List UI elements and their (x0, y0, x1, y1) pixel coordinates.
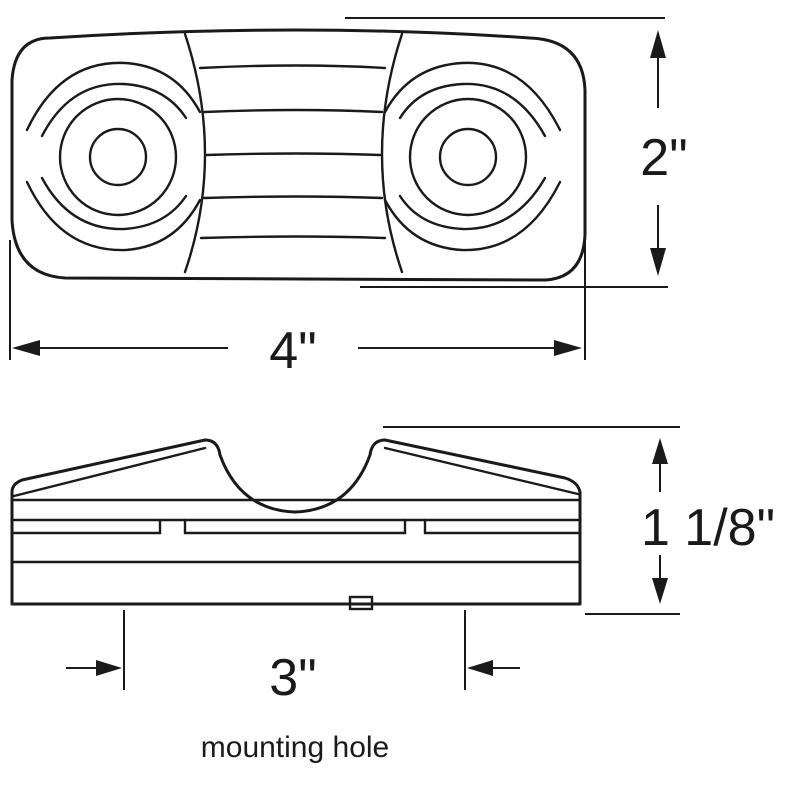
rib (202, 195, 384, 200)
rib-divider-right (380, 32, 404, 274)
width-dimension: 4" (9, 240, 586, 380)
mount-arrow-left (96, 660, 122, 676)
width-label: 4" (269, 322, 316, 380)
right-lens-inner-ring (438, 127, 498, 187)
side-view (10, 438, 582, 611)
left-lens-arc-upper-inner (40, 82, 188, 138)
mount-caption: mounting hole (201, 731, 389, 764)
side-view-outline (10, 438, 582, 606)
mounting-tab (348, 595, 374, 611)
side-view-slot-right (423, 518, 582, 535)
ribs (198, 64, 387, 240)
mount-spacing-label: 3" (269, 649, 316, 707)
rib (202, 108, 384, 114)
side-view-upper-edge (12, 446, 580, 498)
mount-spacing-dimension: 3" mounting hole (66, 610, 520, 764)
top-view-outline (10, 28, 587, 282)
right-lens-arc-lower-inner (398, 176, 547, 231)
rib (204, 152, 382, 157)
depth-label: 1 1/8" (641, 499, 775, 557)
right-lens-arc-lower-outer (383, 180, 562, 252)
top-view (10, 28, 587, 282)
rib (199, 235, 387, 240)
right-lens-outer-ring (408, 97, 528, 217)
height-dimension: 2" (345, 17, 688, 288)
height-label: 2" (640, 129, 687, 187)
left-lens-arc-lower-inner (40, 176, 188, 231)
right-lens (383, 61, 562, 252)
side-view-slot-left (10, 518, 162, 535)
depth-arrow-down (652, 578, 668, 604)
right-lens-arc-upper-inner (398, 82, 547, 138)
width-arrow-left (12, 340, 40, 356)
depth-arrow-up (652, 438, 668, 464)
left-lens-outer-ring (58, 97, 178, 217)
left-lens-arc-upper-outer (25, 61, 202, 132)
rib (198, 64, 387, 70)
height-arrow-down (650, 248, 666, 276)
rib-divider-left (183, 32, 207, 274)
mount-arrow-right (467, 660, 493, 676)
depth-dimension: 1 1/8" (383, 426, 775, 615)
left-lens-inner-ring (88, 127, 148, 187)
width-arrow-right (554, 340, 582, 356)
side-view-slot-center (183, 518, 407, 535)
height-arrow-up (650, 30, 666, 58)
right-lens-arc-upper-outer (383, 61, 562, 132)
left-lens (25, 61, 202, 252)
left-lens-arc-lower-outer (25, 180, 202, 252)
